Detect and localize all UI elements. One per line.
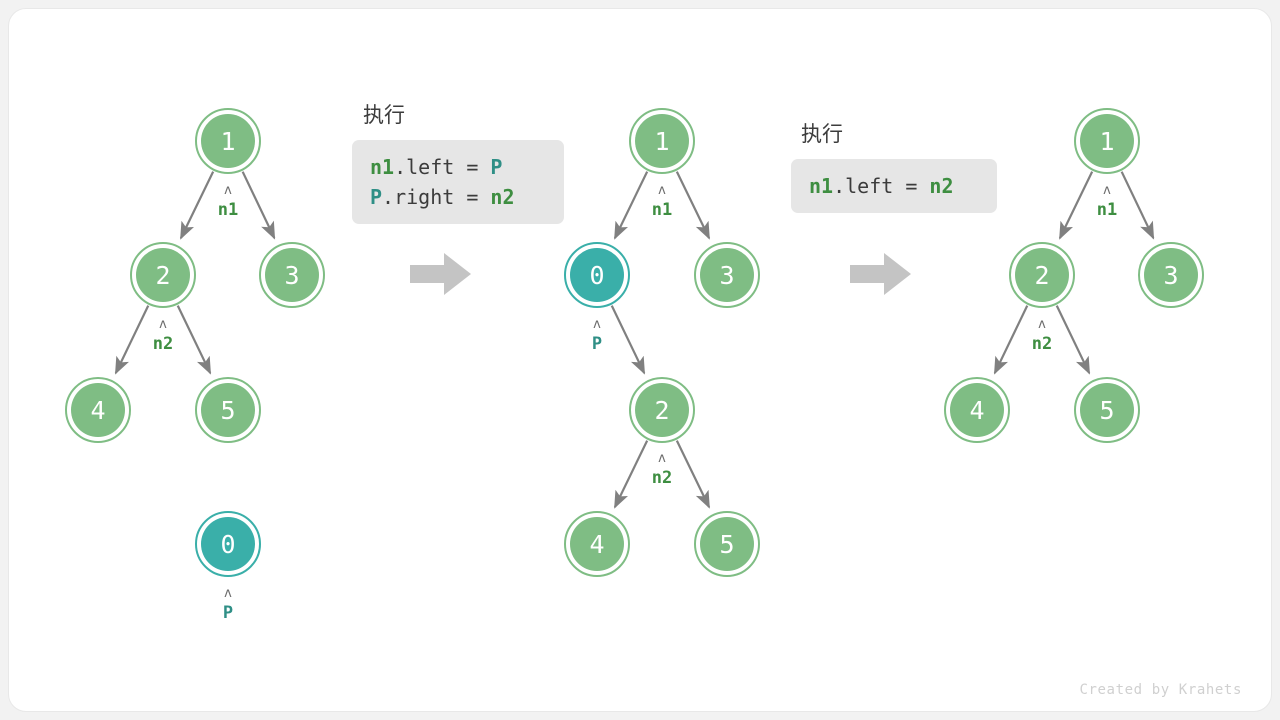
tree-node-value: 5	[700, 517, 754, 571]
tree-node[interactable]: 5	[195, 377, 261, 443]
tree-node-value: 0	[201, 517, 255, 571]
tree-node-value: 3	[700, 248, 754, 302]
tree-edge	[1120, 171, 1155, 240]
tree-edge	[179, 171, 215, 240]
tree-edge	[675, 171, 711, 240]
tree-node-value: 2	[635, 383, 689, 437]
pointer-label-n2: ʌ n2	[622, 451, 702, 488]
code-token: .left =	[833, 174, 930, 198]
pointer-label-n1: ʌ n1	[1067, 183, 1147, 220]
caret-icon: ʌ	[224, 183, 232, 198]
tree-node-value: 1	[635, 114, 689, 168]
tree-node[interactable]: 4	[564, 511, 630, 577]
tree-edge	[610, 305, 646, 375]
tree-node-value: 2	[136, 248, 190, 302]
code-line: n1.left = n2	[809, 171, 979, 201]
tree-node-value: 3	[265, 248, 319, 302]
tree-edge	[1058, 171, 1094, 240]
tree-node[interactable]: 1	[195, 108, 261, 174]
code-line: P.right = n2	[370, 182, 546, 212]
code-token: P	[370, 185, 383, 209]
tree-edge	[993, 305, 1029, 375]
tree-node-value: 1	[201, 114, 255, 168]
tree-node-value: 3	[1144, 248, 1198, 302]
caret-icon: ʌ	[1038, 317, 1046, 332]
pointer-label-text: n1	[1096, 200, 1118, 220]
tree-node-value: 1	[1080, 114, 1134, 168]
tree-node-value: 4	[570, 517, 624, 571]
tree-edge	[176, 305, 212, 375]
code-token: P	[490, 155, 503, 179]
tree-node[interactable]: 1	[1074, 108, 1140, 174]
pointer-label-n1: ʌ n1	[188, 183, 268, 220]
caret-icon: ʌ	[658, 451, 666, 466]
pointer-label-text: n1	[217, 200, 239, 220]
caret-icon: ʌ	[593, 317, 601, 332]
tree-node[interactable]: 4	[65, 377, 131, 443]
step-caption: 执行	[801, 122, 843, 146]
tree-node[interactable]: 2	[629, 377, 695, 443]
code-token: n1	[370, 155, 395, 179]
tree-node-value: 0	[570, 248, 624, 302]
pointer-label-n1: ʌ n1	[622, 183, 702, 220]
tree-node-value: 2	[1015, 248, 1069, 302]
tree-node[interactable]: 0	[195, 511, 261, 577]
code-snippet: n1.left = n2	[791, 159, 997, 213]
code-token: .right =	[382, 185, 491, 209]
pointer-label-text: n2	[1031, 334, 1053, 354]
caret-icon: ʌ	[224, 586, 232, 601]
step-arrow	[850, 253, 911, 295]
caret-icon: ʌ	[658, 183, 666, 198]
tree-node[interactable]: 1	[629, 108, 695, 174]
code-token: n2	[929, 174, 954, 198]
code-token: .left =	[394, 155, 491, 179]
code-line: n1.left = P	[370, 152, 546, 182]
caret-icon: ʌ	[1103, 183, 1111, 198]
pointer-label-text: n2	[651, 468, 673, 488]
tree-node[interactable]: 5	[1074, 377, 1140, 443]
tree-node-value: 5	[1080, 383, 1134, 437]
step-arrow	[410, 253, 471, 295]
tree-node[interactable]: 2	[130, 242, 196, 308]
tree-node[interactable]: 2	[1009, 242, 1075, 308]
tree-node[interactable]: 5	[694, 511, 760, 577]
tree-edge	[241, 171, 276, 240]
pointer-label-text: n2	[152, 334, 174, 354]
tree-edge	[114, 305, 150, 375]
tree-node[interactable]: 3	[1138, 242, 1204, 308]
tree-edge	[675, 440, 711, 509]
tree-edge	[613, 171, 649, 240]
tree-node[interactable]: 3	[259, 242, 325, 308]
step-separator-arrows	[410, 253, 911, 295]
tree-node-value: 5	[201, 383, 255, 437]
pointer-label-text: P	[591, 334, 603, 354]
tree-node[interactable]: 0	[564, 242, 630, 308]
caret-icon: ʌ	[159, 317, 167, 332]
tree-edges	[114, 171, 1155, 509]
tree-node[interactable]: 4	[944, 377, 1010, 443]
pointer-label-text: P	[222, 603, 234, 623]
tree-node-value: 4	[950, 383, 1004, 437]
step-caption: 执行	[363, 103, 405, 127]
tree-edge	[613, 440, 649, 509]
code-token: n1	[809, 174, 834, 198]
watermark-credit: Created by Krahets	[1079, 682, 1242, 698]
tree-edge	[1055, 305, 1091, 375]
tree-node-value: 4	[71, 383, 125, 437]
tree-node[interactable]: 3	[694, 242, 760, 308]
pointer-label-n2: ʌ n2	[123, 317, 203, 354]
pointer-label-n2: ʌ n2	[1002, 317, 1082, 354]
pointer-label-text: n1	[651, 200, 673, 220]
code-token: n2	[490, 185, 515, 209]
